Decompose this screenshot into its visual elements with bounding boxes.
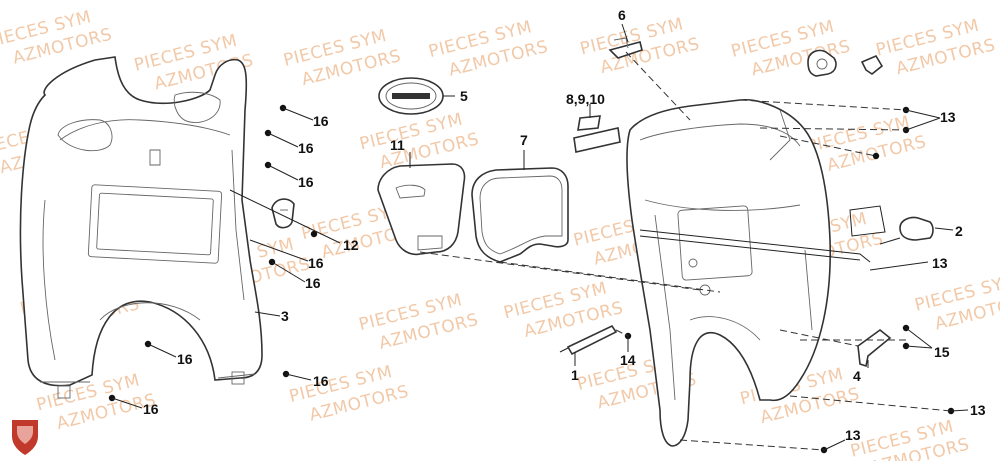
callout-3: 3 [281,308,289,324]
bracket-part-6 [608,23,643,59]
clip-part-12 [271,198,295,229]
glovebox-lid-part-11 [377,152,466,256]
callout-6: 6 [618,7,626,23]
callout-16e: 16 [305,275,321,291]
callout-labels: 6 5 8,9,10 7 11 13 2 13 15 4 13 13 14 1 … [143,7,986,443]
lock-cylinder [807,49,837,77]
callout-16g: 16 [313,373,329,389]
callout-14: 14 [620,352,636,368]
callout-13b: 13 [932,255,948,271]
callout-7: 7 [520,132,528,148]
callout-15: 15 [934,344,950,360]
callout-13c: 13 [970,402,986,418]
leader-lines-right [419,51,969,451]
lock-clip [860,54,884,75]
emblem-part-5 [378,77,455,115]
brand-logo [12,420,38,455]
callout-16b: 16 [298,140,314,156]
callout-8-9-10: 8,9,10 [566,91,605,107]
callout-16h: 16 [143,401,159,417]
cable-tie-part-1 [559,324,618,356]
callout-16c: 16 [298,174,314,190]
front-cover-body [626,99,832,447]
callout-12: 12 [343,237,359,253]
bracket-part-4 [857,328,892,368]
front-inner-cover-part-3 [19,56,263,399]
callout-13a: 13 [940,109,956,125]
callout-5: 5 [460,88,468,104]
callout-16d: 16 [308,255,324,271]
callout-4: 4 [853,368,861,384]
callout-1: 1 [571,367,579,383]
callout-13d: 13 [845,427,861,443]
leader-lines-left [111,107,341,409]
callout-16f: 16 [177,351,193,367]
label-part-8-9-10 [573,104,621,153]
callout-2: 2 [955,223,963,239]
seal-part-7 [471,150,569,263]
cable-part-2 [639,205,934,263]
callout-16a: 16 [313,113,329,129]
callout-11: 11 [390,137,405,153]
